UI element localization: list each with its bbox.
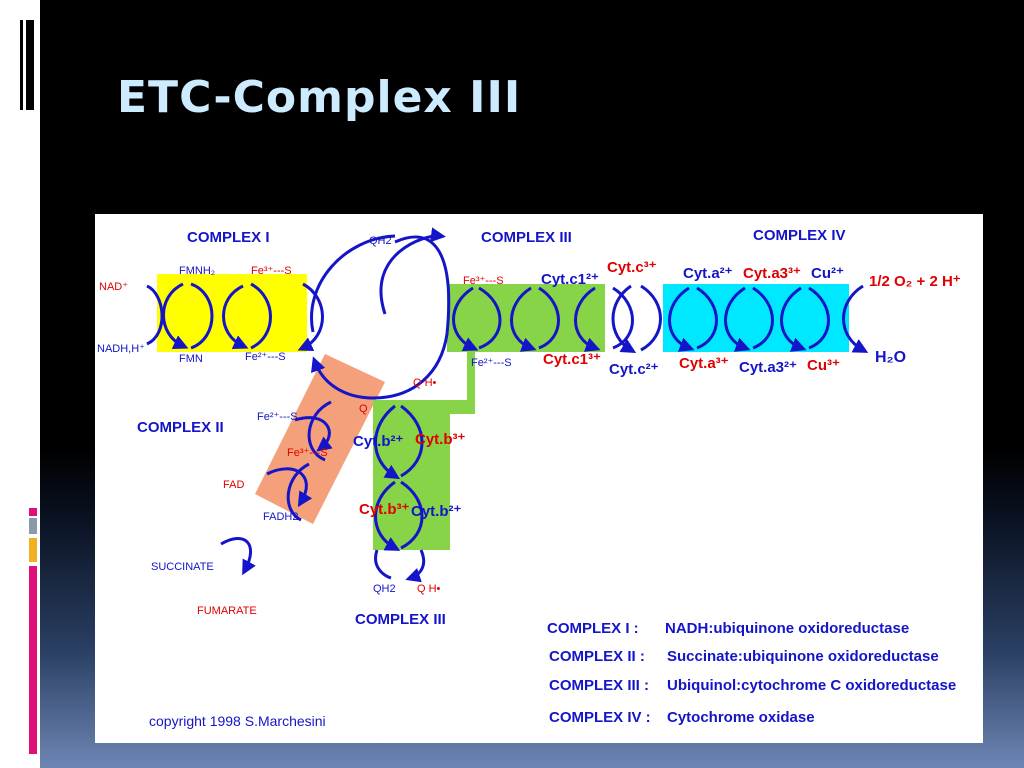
- q-mid-label: Q: [359, 403, 368, 415]
- legend-value-1: NADH:ubiquinone oxidoreductase: [665, 620, 909, 637]
- legend-value-2: Succinate:ubiquinone oxidoreductase: [667, 648, 939, 665]
- decor-bar-pink-tall: [29, 566, 37, 754]
- water-label: H₂O: [875, 349, 906, 366]
- legend-key-2: COMPLEX II :: [549, 648, 645, 665]
- c3-fe3s-label: Fe³⁺---S: [463, 275, 504, 287]
- cyta3-2-label: Cyt.a3²⁺: [739, 359, 797, 376]
- complex1-header: COMPLEX I: [187, 229, 270, 246]
- decor-bar-pink-small: [29, 508, 37, 516]
- fadh2-label: FADH2: [263, 511, 298, 523]
- legend-key-3: COMPLEX III :: [549, 677, 649, 694]
- slide-title: ETC-Complex III: [117, 72, 522, 123]
- cytc1-3-label: Cyt.c1³⁺: [543, 351, 601, 368]
- complex1-arcs: [146, 282, 324, 352]
- c1-fe3s-label: Fe³⁺---S: [251, 265, 292, 277]
- cu-2-label: Cu²⁺: [811, 265, 844, 282]
- cyta-3-label: Cyt.a³⁺: [679, 355, 729, 372]
- complex2-arcs: [220, 400, 333, 576]
- qh2-bottom-label: QH2: [373, 583, 396, 595]
- etc-diagram: COMPLEX I COMPLEX III COMPLEX IV COMPLEX…: [97, 227, 961, 729]
- nad-label: NAD⁺: [99, 281, 128, 293]
- fmnh2-label: FMNH₂: [179, 265, 215, 277]
- cytb-cycle: [374, 404, 426, 583]
- decor-bar-yellow: [29, 538, 37, 562]
- cytc-3-label: Cyt.c³⁺: [607, 259, 657, 276]
- c2-fe3s-label: Fe³⁺---S: [287, 447, 328, 459]
- nadh-label: NADH,H⁺: [97, 343, 145, 355]
- cytc-2-label: Cyt.c²⁺: [609, 361, 659, 378]
- complex4-header: COMPLEX IV: [753, 227, 846, 244]
- complex3-connector: [373, 352, 475, 550]
- complex2-header: COMPLEX II: [137, 419, 224, 436]
- decor-bar-gray-top: [20, 20, 23, 110]
- legend-value-3: Ubiquinol:cytochrome C oxidoreductase: [667, 677, 956, 694]
- qh-bottom-label: Q H•: [417, 583, 441, 595]
- legend-key-1: COMPLEX I :: [547, 620, 639, 637]
- cyta-2-label: Cyt.a²⁺: [683, 265, 733, 282]
- cytb3-bot-label: Cyt.b³⁺: [359, 501, 409, 518]
- complex4-arcs: [668, 284, 869, 353]
- cytc1-2-label: Cyt.c1²⁺: [541, 271, 599, 288]
- legend-key-4: COMPLEX IV :: [549, 709, 651, 726]
- complex3-header-top: COMPLEX III: [481, 229, 572, 246]
- cytb2-top-label: Cyt.b²⁺: [353, 433, 403, 450]
- decor-bar-gray: [29, 518, 37, 534]
- c1-fe2s-label: Fe²⁺---S: [245, 351, 286, 363]
- legend-value-4: Cytochrome oxidase: [667, 709, 815, 726]
- c3-fe2s-label: Fe²⁺---S: [471, 357, 512, 369]
- oxygen-label: 1/2 O₂ + 2 H⁺: [869, 273, 961, 290]
- complex3-header-bottom: COMPLEX III: [355, 611, 446, 628]
- cyta3-3-label: Cyt.a3³⁺: [743, 265, 801, 282]
- cu-3-label: Cu³⁺: [807, 357, 840, 374]
- complex3-block: [447, 284, 605, 352]
- diagram-panel: COMPLEX I COMPLEX III COMPLEX IV COMPLEX…: [95, 214, 983, 743]
- legend: COMPLEX I : NADH:ubiquinone oxidoreducta…: [547, 620, 956, 726]
- cytb3-top-label: Cyt.b³⁺: [415, 431, 465, 448]
- fad-label: FAD: [223, 479, 244, 491]
- qh2-top-label: QH2: [369, 235, 392, 247]
- cytb2-bot-label: Cyt.b²⁺: [411, 503, 461, 520]
- copyright-text: copyright 1998 S.Marchesini: [149, 713, 326, 729]
- succinate-label: SUCCINATE: [151, 561, 214, 573]
- cytc-arcs: [611, 284, 662, 354]
- decor-bar-gray-top-2: [26, 20, 34, 110]
- fmn-label: FMN: [179, 353, 203, 365]
- c2-fe2s-label: Fe²⁺---S: [257, 411, 298, 423]
- qh-mid-label: Q H•: [413, 377, 437, 389]
- q-cycle: [310, 227, 451, 400]
- fumarate-label: FUMARATE: [197, 605, 257, 617]
